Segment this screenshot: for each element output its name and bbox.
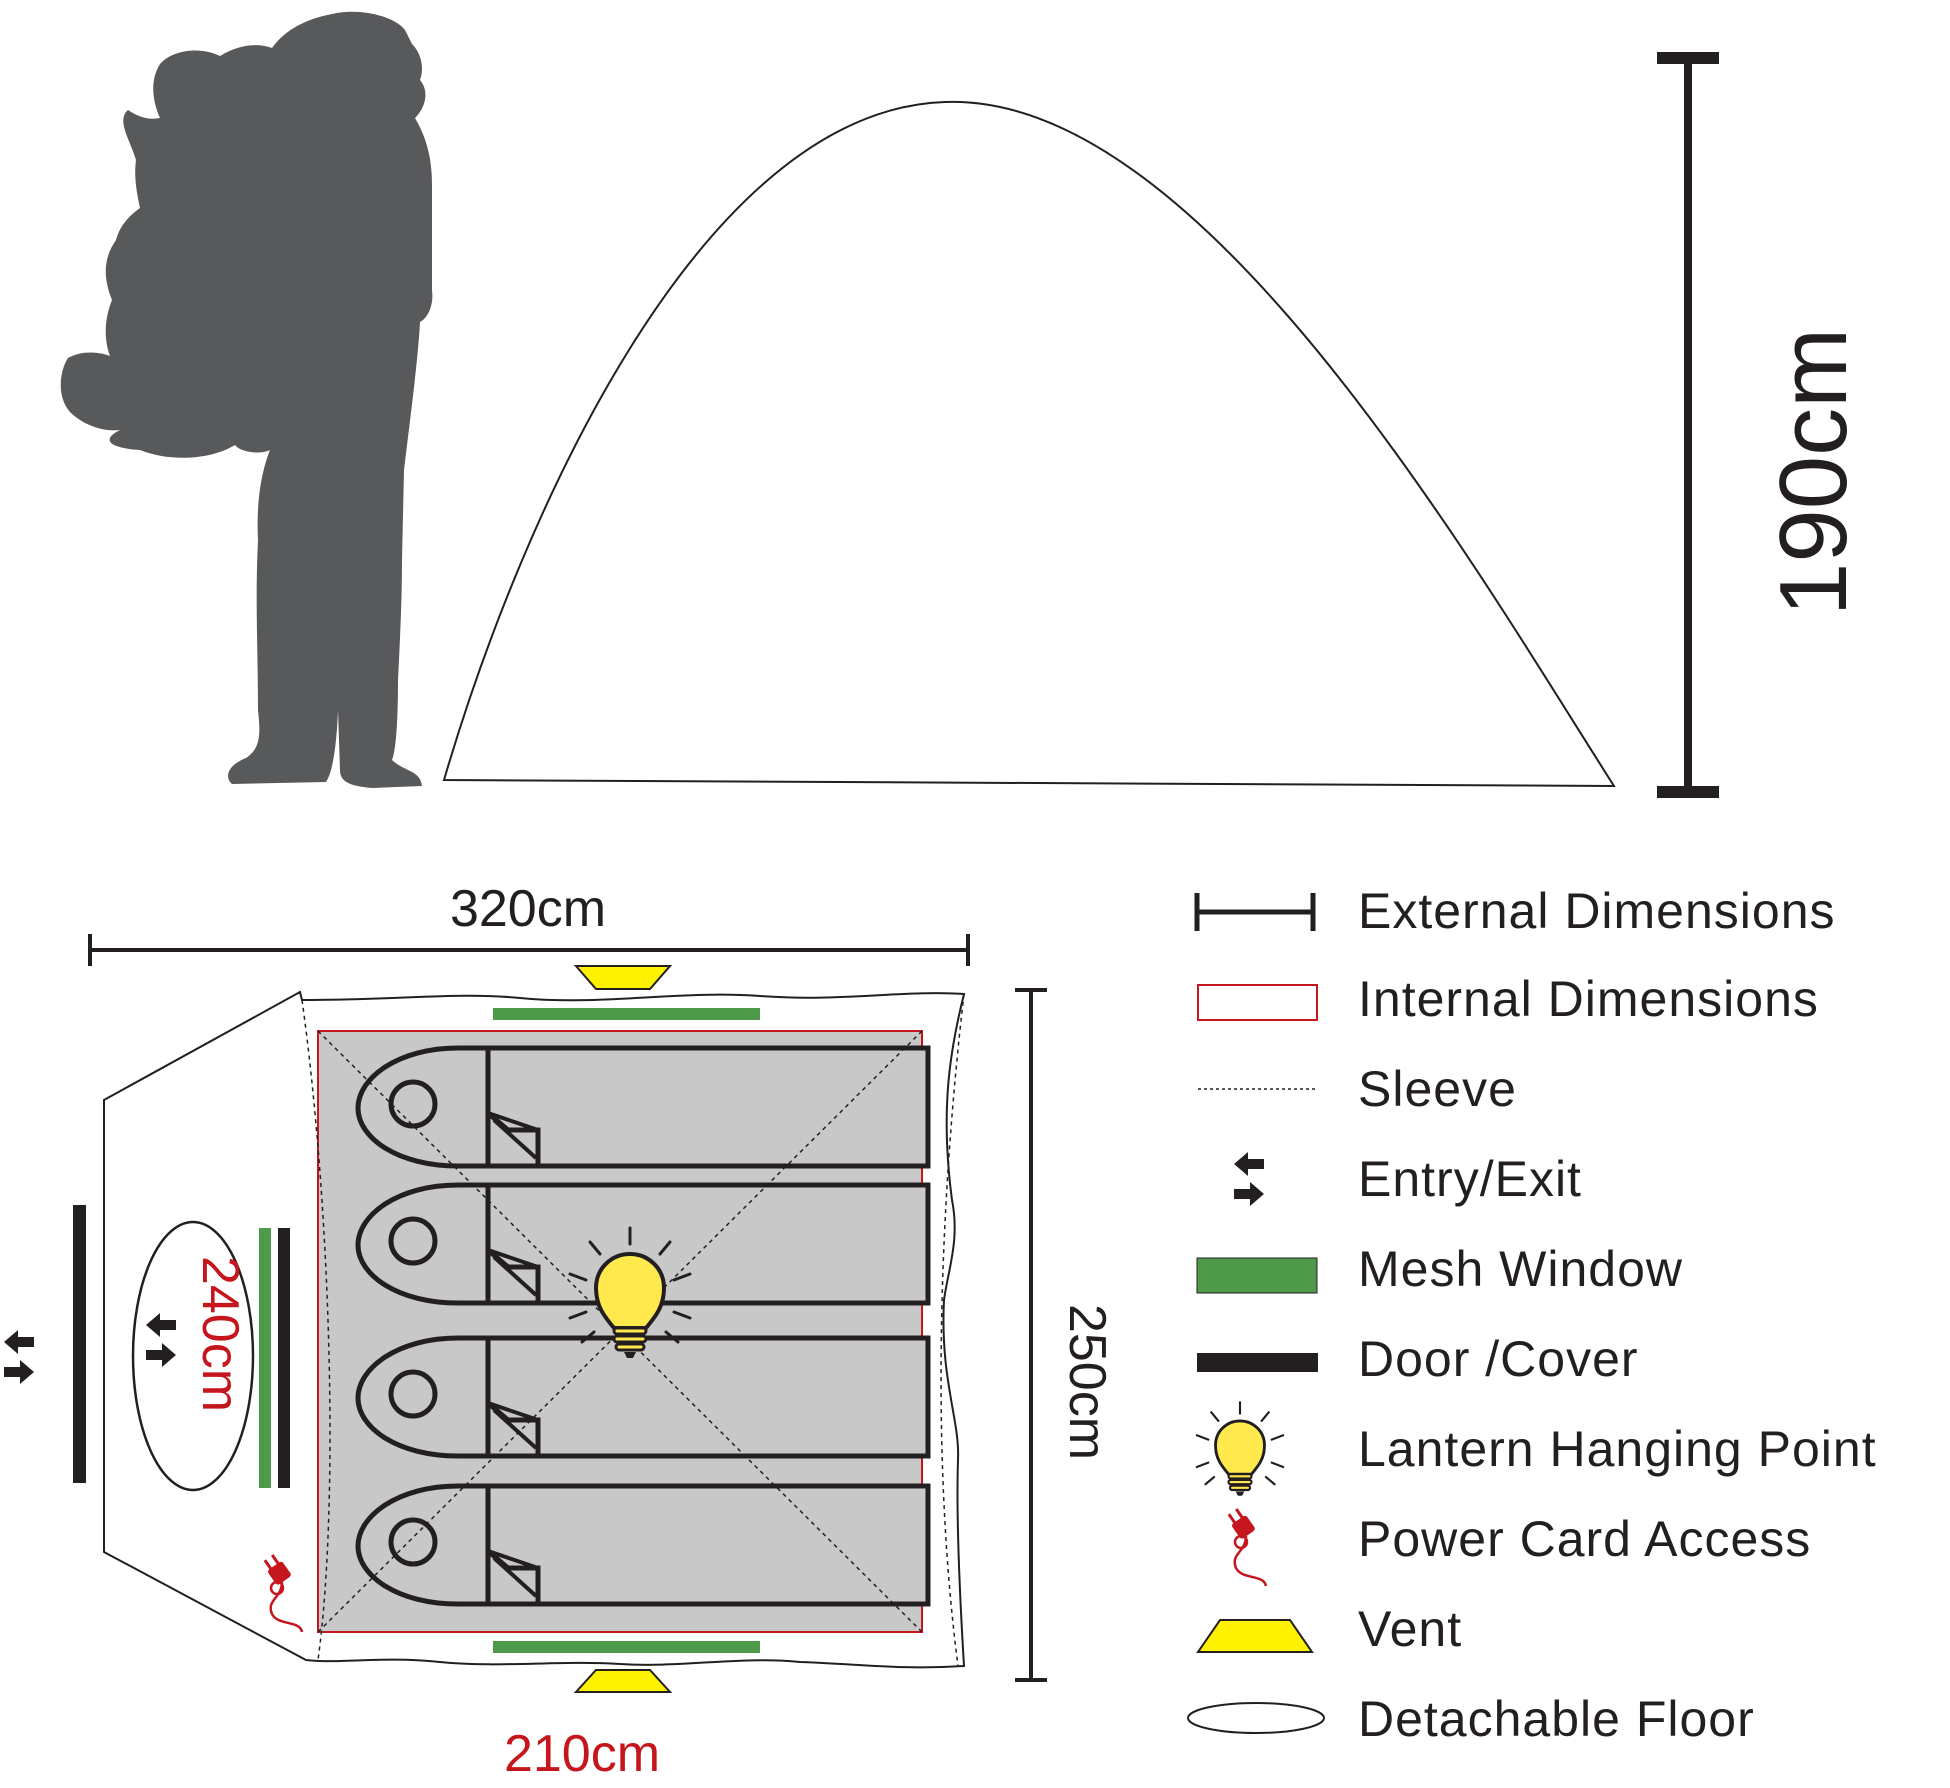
legend-swatch-internal-dimensions <box>1197 984 1318 1021</box>
tent-side-profile <box>442 100 1616 788</box>
legend-swatch-door-cover <box>1197 1353 1318 1372</box>
legend-swatch-lightbulb-icon <box>1195 1400 1285 1498</box>
door-cover-outer <box>73 1205 86 1483</box>
internal-width-label: 240cm <box>191 1256 249 1412</box>
sleeping-bag-1 <box>358 1048 928 1166</box>
mesh-window-bottom <box>493 1641 760 1653</box>
mesh-window-vestibule <box>259 1228 271 1488</box>
legend-swatch-external-dimensions <box>1194 893 1316 931</box>
legend-label-vent: Vent <box>1358 1601 1462 1657</box>
mesh-window-top <box>493 1008 760 1020</box>
vent-bottom <box>573 1669 673 1693</box>
legend-label-entry-exit: Entry/Exit <box>1358 1151 1582 1207</box>
legend-label-door-cover: Door /Cover <box>1358 1331 1639 1387</box>
legend-label-lantern-hanging-point: Lantern Hanging Point <box>1358 1421 1877 1477</box>
external-length-dimension <box>88 934 970 966</box>
legend-label-external-dimensions: External Dimensions <box>1358 883 1836 939</box>
entry-exit-arrows-icon <box>4 1330 34 1384</box>
external-width-label: 250cm <box>1058 1304 1116 1460</box>
external-width-dimension <box>1015 988 1047 1682</box>
external-length-label: 320cm <box>450 880 606 938</box>
legend-swatch-mesh-window <box>1196 1257 1318 1294</box>
legend: External Dimensions Internal Dimensions … <box>1187 883 1877 1747</box>
tent-height-label: 190cm <box>1760 328 1867 616</box>
legend-label-mesh-window: Mesh Window <box>1358 1241 1683 1297</box>
door-cover-inner <box>278 1228 290 1488</box>
sleeping-bag-3 <box>358 1338 928 1456</box>
detachable-floor <box>131 1220 255 1492</box>
vent-top <box>573 965 673 990</box>
legend-swatch-power-plug-icon <box>1223 1505 1268 1588</box>
legend-label-detachable-floor: Detachable Floor <box>1358 1691 1755 1747</box>
sleeping-bag-4 <box>358 1486 928 1604</box>
legend-swatch-detachable-floor <box>1187 1702 1325 1734</box>
legend-label-internal-dimensions: Internal Dimensions <box>1358 971 1819 1027</box>
legend-label-power-card-access: Power Card Access <box>1358 1511 1811 1567</box>
tent-height-dimension <box>1657 52 1719 798</box>
hiker-silhouette-icon <box>60 11 433 789</box>
internal-length-label: 210cm <box>504 1725 660 1783</box>
legend-label-sleeve: Sleeve <box>1358 1061 1517 1117</box>
legend-swatch-entry-exit-icon <box>1234 1152 1264 1206</box>
legend-swatch-vent-icon <box>1196 1619 1314 1653</box>
